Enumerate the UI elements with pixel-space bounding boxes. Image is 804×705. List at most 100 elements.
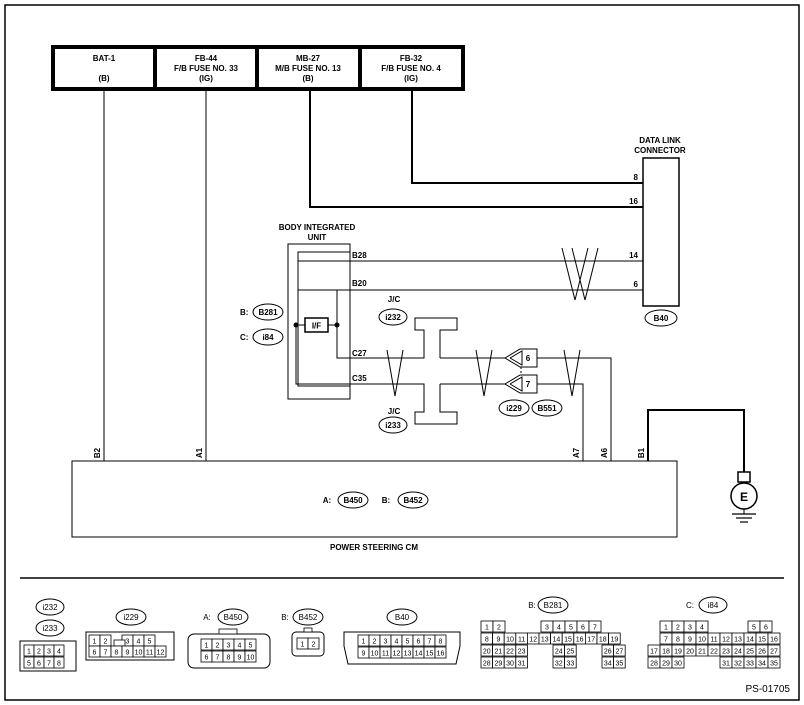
legend-i232-r1-pin-1: 1 (27, 649, 31, 656)
legend-b40-r2-pin-14: 14 (415, 651, 423, 658)
legend-b40-r2-pin-16: 16 (437, 651, 445, 658)
fuse-bat1-code: (B) (98, 74, 109, 83)
legend-b281-r4a-pin-30: 30 (506, 661, 514, 668)
jc-conn-top: i232 (385, 313, 401, 322)
legend-b450-r2-pin-7: 7 (216, 655, 220, 662)
legend-b281-r3c-pin-26: 26 (604, 649, 612, 656)
legend-b281-r2-pin-13: 13 (541, 637, 549, 644)
legend-b450-r1-pin-1: 1 (205, 643, 209, 650)
legend-i84-r2-pin-10: 10 (698, 637, 706, 644)
legend-b281-r2-pin-14: 14 (553, 637, 561, 644)
splice-pin-7: 7 (526, 380, 531, 389)
legend-b40-label-oval (386, 608, 418, 626)
legend-i232-r2-pin-5: 5 (27, 661, 31, 668)
legend-b40-r2-pin-10: 10 (371, 651, 379, 658)
legend-b450-label: B450 (224, 613, 243, 622)
legend-i84-r2-pin-14: 14 (746, 637, 754, 644)
legend-b281-label: B281 (544, 601, 563, 610)
fuse-boxes: BAT-1 (B) FB-44 F/B FUSE NO. 33 (IG) MB-… (51, 45, 465, 91)
legend-b281-label-oval (537, 596, 569, 614)
legend-i84-r3-pin-26: 26 (758, 649, 766, 656)
legend-i229-r2-pin-11: 11 (146, 650, 153, 657)
legend-i84-r1b-pin-5: 5 (752, 625, 756, 632)
legend-i84-r3-pin-23: 23 (722, 649, 730, 656)
legend-b40-r1-pin-8: 8 (439, 639, 443, 646)
twisted-pair-marks-can (386, 349, 581, 397)
legend-b40-r2-pin-13: 13 (404, 651, 412, 658)
legend-b281-r4b-pin-32: 32 (555, 661, 563, 668)
legend-b450-prefix: A: (203, 613, 211, 622)
legend-b281-r4a-cell (515, 656, 528, 669)
legend-i232-r2-pin-8: 8 (57, 661, 61, 668)
legend-i84-r4b-pin-34: 34 (758, 661, 766, 668)
legend-b281-r4c-pin-34: 34 (604, 661, 612, 668)
legend-i84-r1a-pin-1: 1 (664, 625, 668, 632)
legend-b40-r1-pin-2: 2 (373, 639, 377, 646)
legend-b281-r4b-pin-33: 33 (567, 661, 575, 668)
biu-title-1: BODY INTEGRATED (279, 223, 356, 232)
legend-b452-label-oval (292, 608, 324, 626)
legend-i84-r2-pin-12: 12 (722, 637, 730, 644)
fuse-bat1-name: BAT-1 (93, 54, 116, 63)
legend-b281-r1b-cell (588, 620, 602, 633)
biu-conn-b-prefix: B: (240, 308, 248, 317)
biu-pin-b20: B20 (352, 279, 367, 288)
diagram-frame (4, 4, 800, 701)
biu-conn-b: B281 (258, 308, 278, 317)
body-integrated-unit: BODY INTEGRATED UNIT B28 B20 C27 C35 I/F… (240, 223, 367, 400)
legend-b452-r1-pin-1: 1 (301, 642, 305, 649)
legend-i84-r2-pin-13: 13 (734, 637, 742, 644)
legend-b281-r3b-pin-25: 25 (567, 649, 575, 656)
legend-i84-label-oval (698, 596, 728, 614)
legend-b281-r2-pin-16: 16 (576, 637, 584, 644)
legend-i229-r2-cell (154, 645, 167, 658)
pscm-pin-a7: A7 (572, 447, 581, 458)
legend-i84-r4b-pin-31: 31 (722, 661, 730, 668)
legend-i84-r1b-cell (759, 620, 773, 633)
dlc-pin-8: 8 (634, 173, 639, 182)
legend-i84-r1b-pin-6: 6 (764, 625, 768, 632)
legend-b40-r1-cell (434, 634, 447, 647)
legend-b40-r1-pin-5: 5 (406, 639, 410, 646)
legend-b450-r2-pin-10: 10 (247, 655, 255, 662)
legend-i229-r2-pin-7: 7 (104, 650, 108, 657)
legend-i232-r1-pin-2: 2 (37, 649, 41, 656)
legend-b281-r4b-cell (564, 656, 577, 669)
pscm-pin-b2: B2 (93, 447, 102, 458)
legend-b281-r1a-cell (492, 620, 506, 633)
legend-b281-r2-pin-8: 8 (485, 637, 489, 644)
legend-b40-r2-pin-12: 12 (393, 651, 401, 658)
biu-pin-b28: B28 (352, 251, 367, 260)
legend-b452-r1-cell (307, 637, 320, 650)
legend-b40-r2-pin-11: 11 (382, 651, 389, 658)
legend-i84-r4a-cell (671, 656, 685, 669)
jc-label-top: J/C (388, 295, 401, 304)
legend-b281-r3b-cell (564, 644, 577, 657)
power-steering-cm: B2 A1 A7 A6 B1 A: B450 B: B452 POWER STE… (71, 447, 678, 552)
legend-b281-r4c-pin-35: 35 (616, 661, 624, 668)
legend-i84-r3-pin-18: 18 (662, 649, 670, 656)
legend-b450-r2-pin-9: 9 (238, 655, 242, 662)
legend-b281-r3c-cell (613, 644, 626, 657)
splice-conn-1: i229 (506, 404, 522, 413)
legend-i84-r2-pin-15: 15 (758, 637, 766, 644)
legend-b452-label: B452 (299, 613, 318, 622)
legend-i233-label: i233 (42, 624, 58, 633)
legend-i84-r3-cell (767, 644, 781, 657)
legend-i84-r3-pin-22: 22 (710, 649, 718, 656)
legend-i84-r2-cell (767, 632, 781, 645)
legend-b281-r3c-pin-27: 27 (616, 649, 624, 656)
legend-i84-r3-pin-21: 21 (698, 649, 706, 656)
legend-b450-r1-pin-4: 4 (238, 643, 242, 650)
legend-i229-r1-pin-3: 3 (126, 639, 130, 646)
legend-i84-r3-pin-24: 24 (734, 649, 742, 656)
legend-i84-r4a-pin-28: 28 (650, 661, 658, 668)
legend-b450-label-oval (217, 608, 249, 626)
ground-label: E (740, 490, 748, 504)
legend-b281-r3a-pin-20: 20 (483, 649, 491, 656)
legend-b281-r2-pin-10: 10 (506, 637, 514, 644)
legend-i233-label-oval (35, 619, 65, 637)
legend-i229-r2-pin-6: 6 (93, 650, 97, 657)
legend-i84-r2-pin-9: 9 (688, 637, 692, 644)
